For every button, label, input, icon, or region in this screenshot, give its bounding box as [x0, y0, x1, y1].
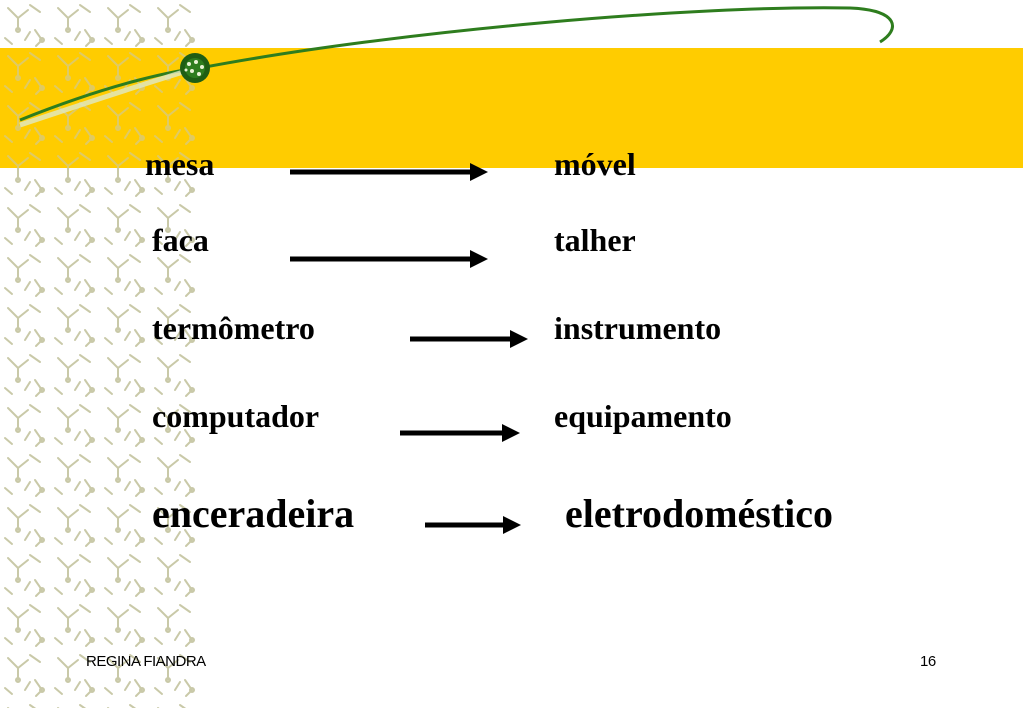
- category-equipamento: equipamento: [554, 398, 732, 434]
- arrow-right-icon: [425, 516, 521, 534]
- category-movel: móvel: [554, 146, 636, 182]
- arrow-right-icon: [410, 330, 528, 348]
- term-termometro: termômetro: [152, 310, 315, 346]
- term-faca: faca: [152, 222, 209, 258]
- green-swoosh-decoration: [19, 6, 894, 128]
- arrow-right-icon: [400, 424, 520, 442]
- category-talher: talher: [554, 222, 636, 258]
- banner-pattern-overlay: [0, 48, 200, 168]
- term-enceradeira: enceradeira: [152, 491, 355, 536]
- category-eletrodomestico: eletrodoméstico: [565, 491, 834, 536]
- term-computador: computador: [152, 398, 320, 434]
- term-mesa: mesa: [145, 146, 215, 182]
- category-instrumento: instrumento: [554, 310, 722, 346]
- arrow-right-icon: [290, 250, 488, 268]
- footer-page-number: 16: [920, 653, 936, 670]
- footer-author: REGINA FIANDRA: [86, 653, 206, 670]
- arrow-right-icon: [290, 163, 488, 181]
